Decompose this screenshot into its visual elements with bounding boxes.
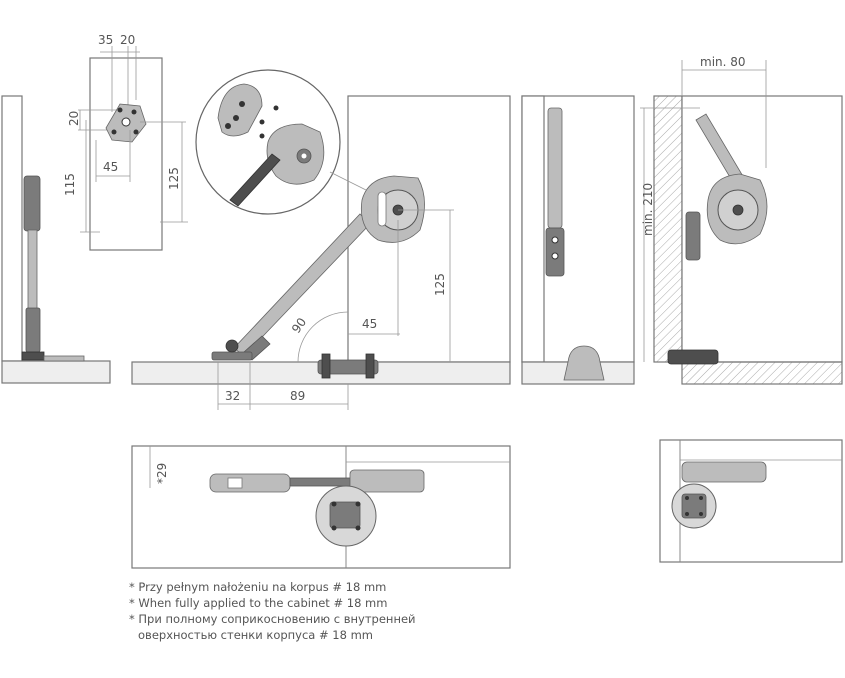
hatched-side-panel: [653, 95, 683, 363]
dim-min-80: min. 80: [700, 55, 746, 69]
narrow-hinge: [563, 345, 605, 381]
stay-base-plate: [211, 351, 253, 361]
plan-mechanism: [349, 469, 425, 493]
dim-125-small: 125: [167, 167, 181, 190]
view-plate-drilling: 35 20 20 115 45 125: [63, 33, 188, 251]
stay-base: [21, 351, 45, 361]
plate-panel: [89, 57, 163, 251]
side-panel: [1, 95, 23, 362]
bottom-shelf: [1, 360, 111, 384]
detail-mechanism: [266, 123, 325, 185]
dim-90: 90: [289, 315, 309, 336]
small-plan-mechanism: [681, 461, 767, 483]
view-detail-circle: [195, 69, 367, 215]
dim-35: 35: [98, 33, 113, 47]
note-russian-1: * При полному соприкосновению с внутренн…: [129, 612, 416, 626]
right-hinge: [667, 349, 719, 365]
view-small-plan: [659, 439, 843, 563]
dim-min-210: min. 210: [641, 183, 655, 236]
view-top-plan: *29: [131, 445, 511, 569]
dim-20-side: 20: [67, 111, 81, 126]
footnotes: * Przy pełnym nałożeniu na korpus # 18 m…: [129, 579, 416, 643]
dim-20-top: 20: [120, 33, 135, 47]
view-main-installed: 90 125 45 32 89: [131, 95, 511, 410]
dim-125: 125: [433, 273, 447, 296]
hatched-shelf: [681, 361, 843, 385]
stay-lower: [25, 307, 41, 353]
view-narrow-closed: [521, 95, 635, 385]
stay-housing: [23, 175, 41, 232]
note-russian-2: оверхностью стенки корпуса # 18 mm: [138, 628, 373, 642]
dim-45-small: 45: [103, 160, 118, 174]
note-english: * When fully applied to the cabinet # 18…: [129, 596, 388, 610]
stay-rod: [27, 229, 38, 311]
dim-89: 89: [290, 389, 305, 403]
note-polish: * Przy pełnym nałożeniu na korpus # 18 m…: [129, 580, 387, 594]
right-stay-mount: [685, 211, 701, 261]
narrow-stay-body: [547, 107, 563, 229]
dim-32: 32: [225, 389, 240, 403]
detail-arm: [229, 153, 281, 207]
plan-arm-rod: [289, 477, 351, 487]
stay-pivot: [225, 339, 239, 353]
stay-foot: [43, 355, 85, 362]
angle-arc: [297, 311, 349, 363]
detail-plate: [217, 83, 263, 137]
plan-arm-housing: [209, 473, 291, 493]
dim-29: *29: [155, 463, 169, 484]
dim-115: 115: [63, 173, 77, 196]
hinge-block: [317, 359, 379, 375]
view-left-side: [1, 95, 111, 384]
dim-45: 45: [362, 317, 377, 331]
narrow-stay-mount: [545, 227, 565, 277]
view-right-min: min. 80 min. 210: [640, 55, 843, 385]
